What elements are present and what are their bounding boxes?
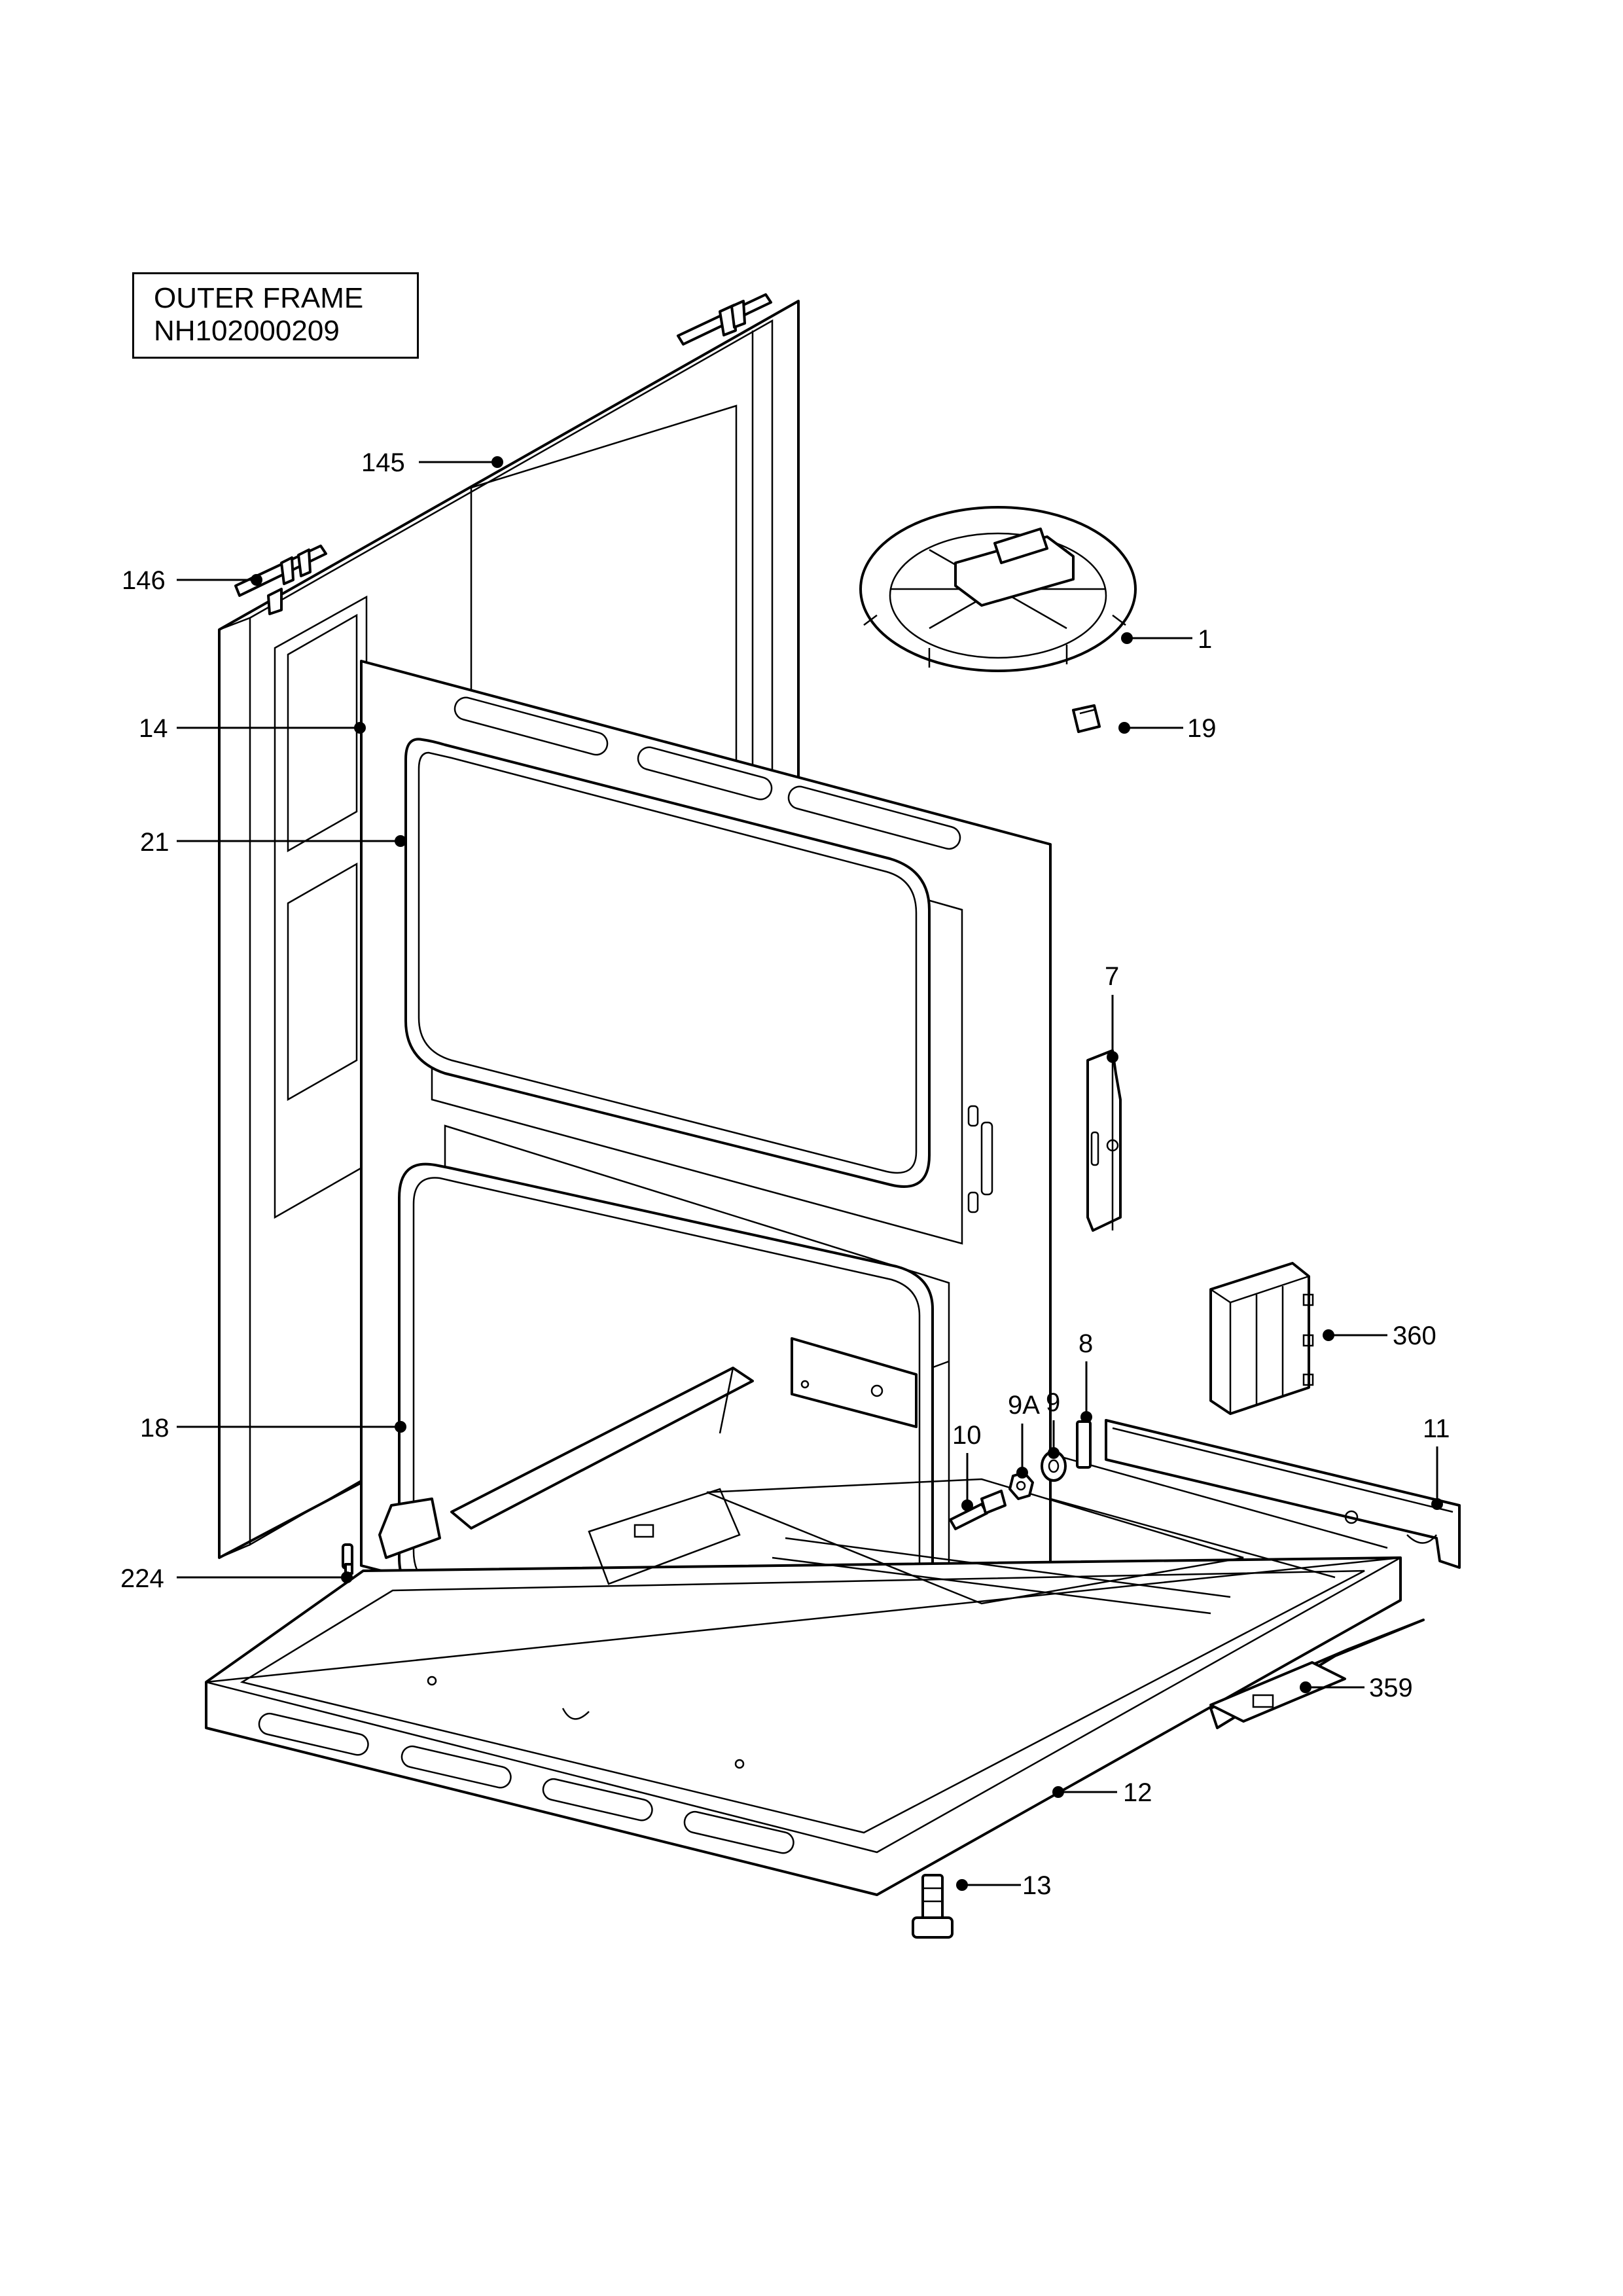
callout-359: 359 [1369,1674,1413,1702]
callout-18: 18 [140,1414,169,1443]
callout-12: 12 [1123,1778,1152,1807]
callout-145: 145 [361,448,405,477]
callout-146: 146 [122,566,166,595]
callout-21: 21 [140,828,169,857]
clip-19 [1072,704,1101,733]
callout-10: 10 [952,1421,982,1450]
callout-9: 9 [1046,1388,1060,1417]
callout-1: 1 [1198,625,1212,654]
callout-360: 360 [1393,1321,1436,1350]
diagram-title: OUTER FRAME [154,282,364,314]
hinge-bracket-7 [1086,1049,1122,1232]
callout-19: 19 [1187,714,1217,743]
terminal-block-360 [1209,1262,1314,1415]
callout-7: 7 [1105,962,1119,991]
door-seal-21 [404,738,931,1188]
callout-13: 13 [1022,1871,1052,1900]
diagram-title-box: OUTER FRAME NH102000209 [132,272,419,359]
callout-224: 224 [120,1564,164,1593]
spacer-8 [1076,1420,1092,1469]
fan-motor-assembly-1 [859,506,1137,672]
support-plate-359 [1209,1619,1425,1729]
center-bracket [588,1337,918,1585]
callout-11: 11 [1423,1414,1450,1443]
callout-14: 14 [139,714,168,743]
base-tray-12 [205,1452,1402,1896]
rear-rail-11 [1105,1419,1461,1569]
washer-9 [1041,1450,1067,1482]
left-rail [450,1367,754,1530]
hinge-top-146 [677,293,772,346]
nut-9a [1008,1471,1034,1500]
diagram-part-number: NH102000209 [154,315,340,347]
callouts: 145 146 14 21 18 224 1 19 7 3 [120,448,1450,1900]
callout-9a: 9A [1008,1391,1040,1420]
corner-bracket-224 [342,1498,441,1575]
callout-8: 8 [1079,1329,1093,1358]
adjustable-foot-13 [912,1874,954,1939]
